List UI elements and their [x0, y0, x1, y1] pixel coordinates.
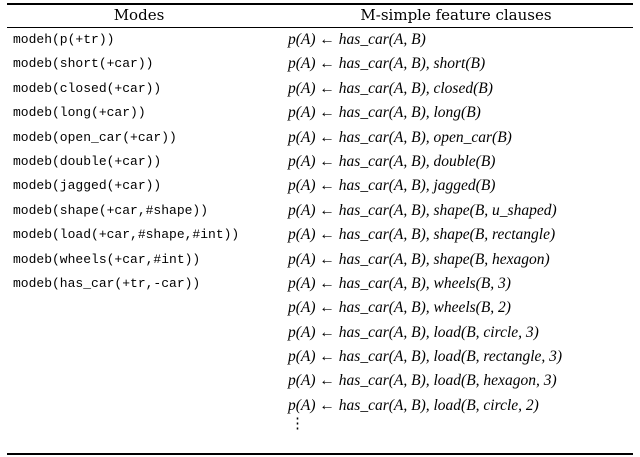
feature-clause: p(A) ← has_car(A, B): [288, 31, 426, 48]
table-top-rule: [7, 3, 633, 5]
feature-clause: p(A) ← has_car(A, B), load(B, rectangle,…: [288, 348, 563, 366]
feature-clause: p(A) ← has_car(A, B), load(B, circle, 3): [288, 323, 539, 341]
feature-clause: p(A) ← has_car(A, B), short(B): [288, 55, 486, 73]
mode-declaration: modeb(closed(+car)): [13, 80, 162, 96]
continuation-ellipsis: ⋮: [290, 416, 305, 433]
mode-declaration: modeb(jagged(+car)): [13, 178, 162, 194]
feature-clause: p(A) ← has_car(A, B), shape(B, rectangle…: [288, 226, 556, 244]
mode-declaration: modeb(long(+car)): [13, 105, 146, 121]
feature-clause: p(A) ← has_car(A, B), shape(B, u_shaped): [288, 201, 557, 219]
mode-declaration: modeb(shape(+car,#shape)): [13, 202, 209, 218]
feature-clause: p(A) ← has_car(A, B), wheels(B, 2): [288, 299, 511, 317]
table-bottom-rule: [7, 453, 633, 455]
header-rule: [7, 27, 633, 28]
feature-clause: p(A) ← has_car(A, B), wheels(B, 3): [288, 274, 511, 292]
clauses-column-header: M-simple feature clauses: [360, 6, 552, 24]
feature-clause: p(A) ← has_car(A, B), closed(B): [288, 79, 493, 97]
feature-clause: p(A) ← has_car(A, B), jagged(B): [288, 177, 496, 195]
feature-clause: p(A) ← has_car(A, B), double(B): [288, 152, 496, 170]
feature-clause: p(A) ← has_car(A, B), shape(B, hexagon): [288, 250, 550, 268]
feature-clause: p(A) ← has_car(A, B), load(B, hexagon, 3…: [288, 372, 557, 390]
feature-clause: p(A) ← has_car(A, B), long(B): [288, 104, 481, 122]
modes-list: modeh(p(+tr)) modeb(short(+car)) modeb(c…: [13, 30, 239, 298]
mode-declaration: modeh(p(+tr)): [13, 32, 115, 47]
mode-declaration: modeb(wheels(+car,#int)): [13, 251, 201, 267]
mode-declaration: modeb(has_car(+tr,-car)): [13, 275, 201, 291]
feature-clause: p(A) ← has_car(A, B), open_car(B): [288, 128, 512, 146]
mode-declaration: modeb(short(+car)): [13, 56, 154, 72]
mode-declaration: modeb(load(+car,#shape,#int)): [13, 227, 240, 243]
feature-clause: p(A) ← has_car(A, B), load(B, circle, 2): [288, 396, 539, 414]
mode-declaration: modeb(double(+car)): [13, 153, 162, 169]
clauses-list: p(A) ← has_car(A, B) p(A) ← has_car(A, B…: [288, 30, 562, 450]
mode-declaration: modeb(open_car(+car)): [13, 129, 177, 145]
modes-column-header: Modes: [113, 6, 165, 24]
